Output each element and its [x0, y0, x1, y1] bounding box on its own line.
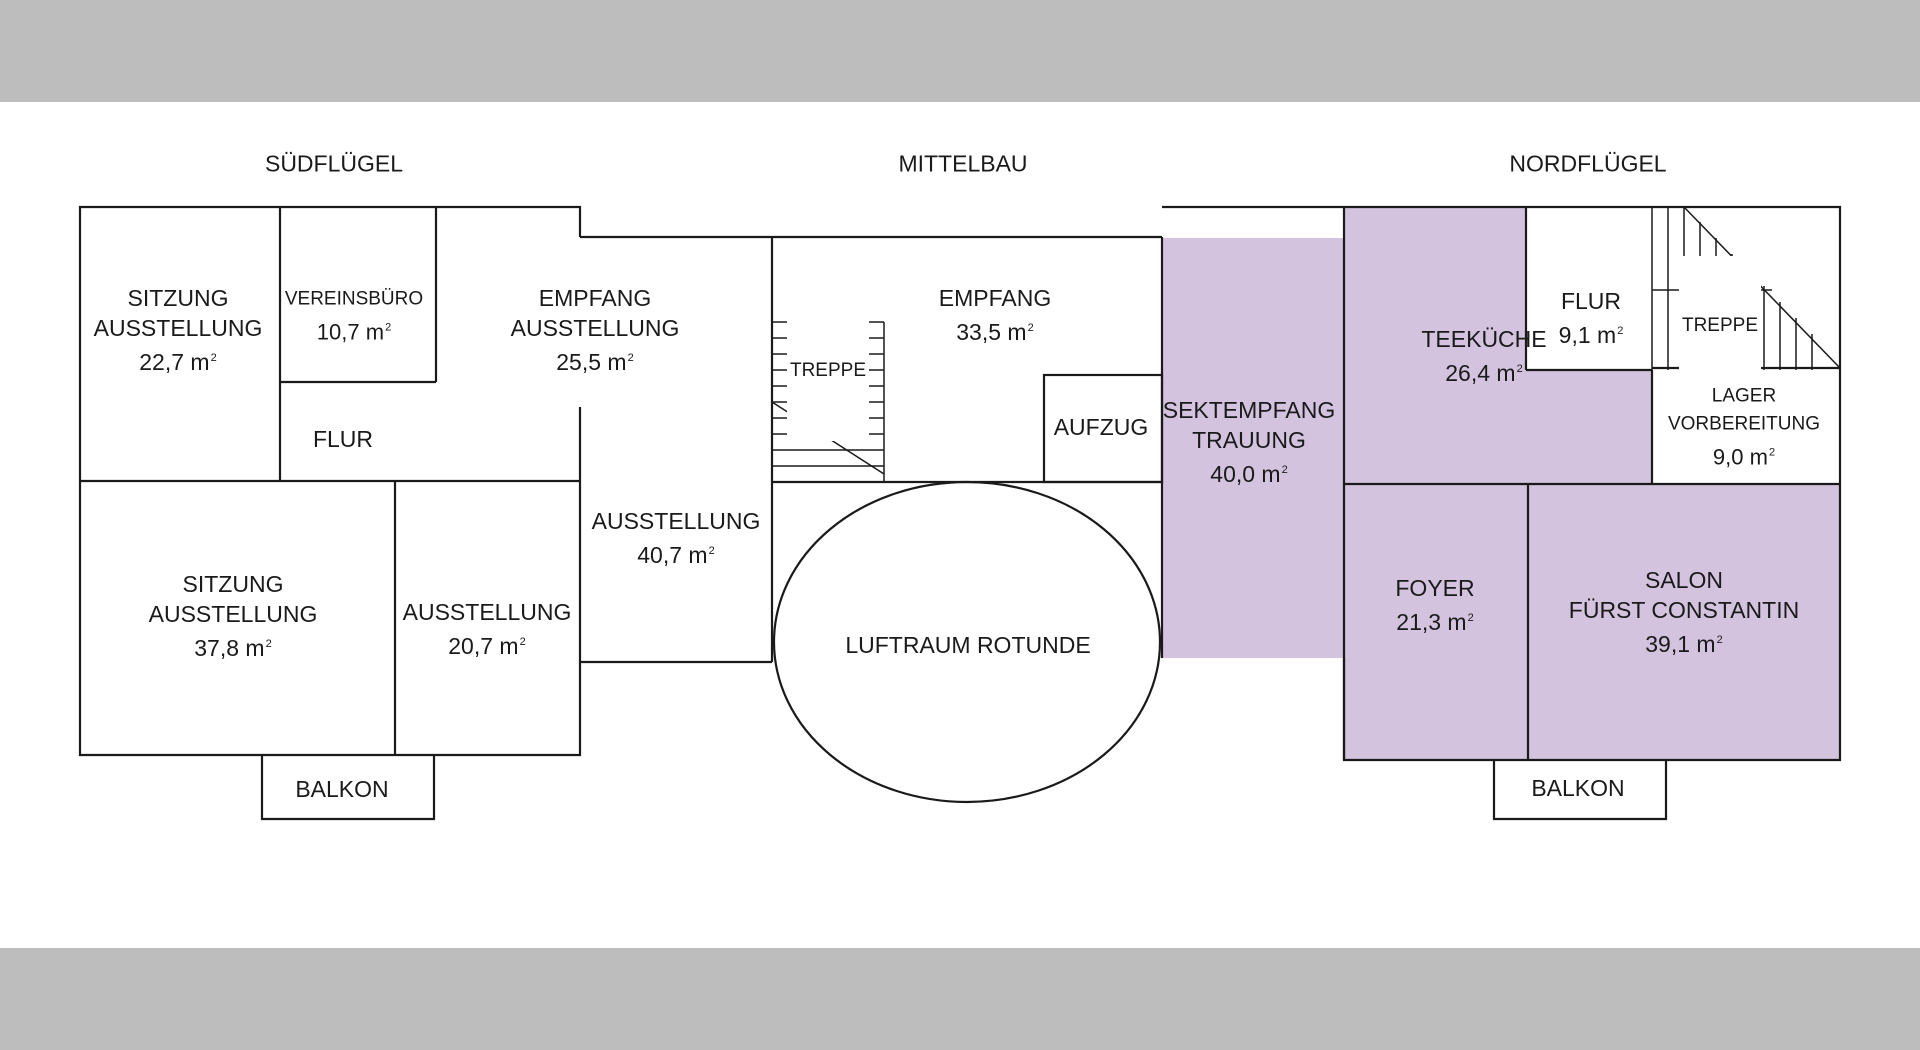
rotunde-outline	[772, 480, 1162, 804]
room-balkon-sued: BALKON	[295, 776, 389, 802]
walls	[78, 205, 1842, 821]
sektempfang-fill	[1162, 238, 1344, 658]
bottom-band	[0, 948, 1920, 1050]
wing-mittel-label: MITTELBAU	[898, 150, 1028, 177]
room-flur-sued: FLUR	[312, 426, 374, 452]
room-treppe-mittel: TREPPE	[786, 301, 870, 441]
room-luftraum-rotunde: LUFTRAUM ROTUNDE	[845, 632, 1091, 658]
room-aufzug: AUFZUG	[1053, 414, 1149, 440]
wing-nord-label: NORDFLÜGEL	[1509, 150, 1667, 177]
room-balkon-nord: BALKON	[1531, 775, 1625, 801]
floor-plan	[78, 205, 1842, 821]
salon-fill	[1528, 484, 1840, 760]
balkon-nord-outline	[1492, 760, 1668, 821]
highlighted-rooms	[1162, 207, 1840, 760]
flur-nord-hall-fill	[1526, 370, 1652, 484]
top-band	[0, 0, 1920, 102]
balkon-sued-outline	[260, 755, 436, 821]
foyer-fill	[1344, 484, 1528, 760]
aufzug-outline	[1042, 373, 1164, 484]
teekueche-fill	[1344, 207, 1526, 484]
room-treppe-nord: TREPPE	[1678, 256, 1762, 396]
wing-sued-label: SÜDFLÜGEL	[264, 150, 404, 177]
